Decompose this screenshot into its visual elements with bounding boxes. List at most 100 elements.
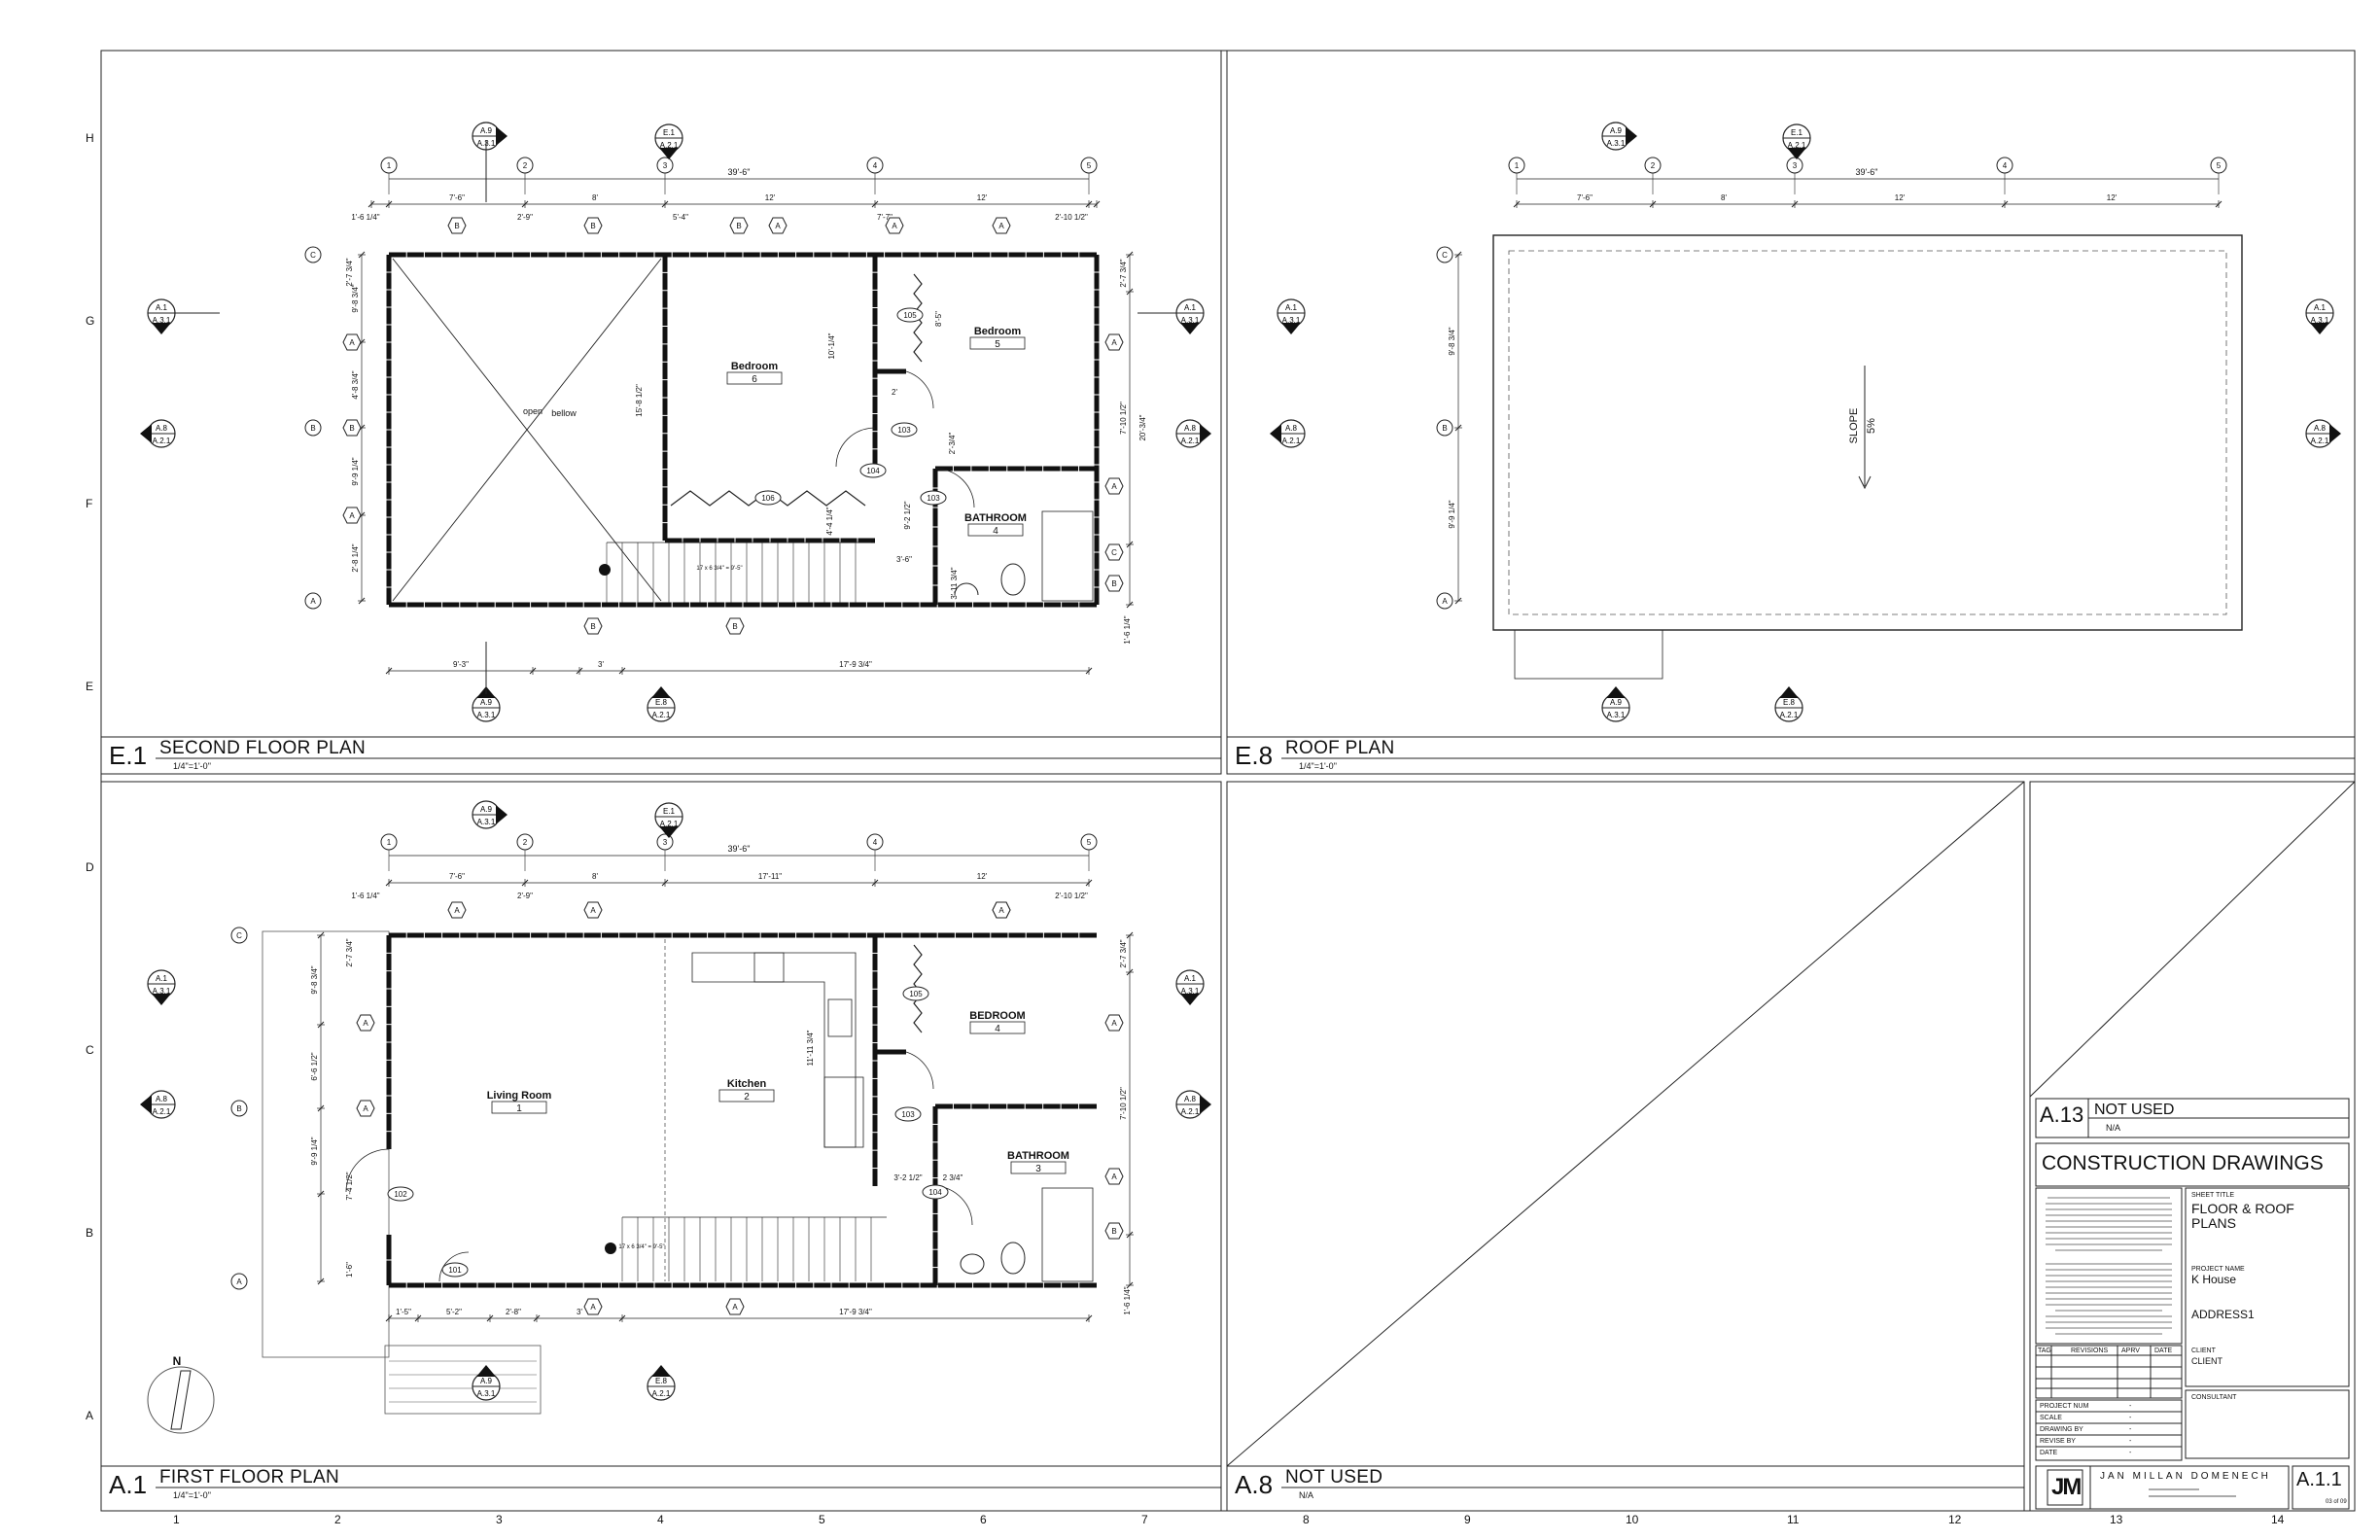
view-id-first-floor: A.1 bbox=[109, 1470, 148, 1499]
sf-dim-left-slash bbox=[358, 251, 366, 259]
ff-dim-top-slash bbox=[521, 879, 529, 887]
view-title-roof: ROOF PLAN bbox=[1285, 738, 1395, 758]
ff-dim-bottom-slash bbox=[533, 1314, 541, 1322]
sf-dim-top-slash bbox=[521, 200, 529, 208]
sf-stair-note: 17 x 6 3/4" = 9'-5" bbox=[696, 566, 742, 572]
col-label-13: 13 bbox=[2110, 1513, 2123, 1526]
row-label-a: A bbox=[86, 1409, 94, 1422]
sf-room-bedroom-6-num: 6 bbox=[752, 374, 757, 385]
ff-shower bbox=[1041, 1187, 1094, 1282]
ff-dim-left-5: 1'-6" bbox=[345, 1262, 354, 1278]
rf-marker-left-a1: A.1A.3.1 bbox=[1277, 298, 1306, 334]
sf-marker-right-a1-detail-ref: A.1 bbox=[1184, 303, 1197, 312]
rf-marker-top-a9-sheet-ref: A.3.1 bbox=[1607, 139, 1626, 148]
rf-marker-top-a9-detail-ref: A.9 bbox=[1610, 126, 1623, 135]
view-id-unused-a8: A.8 bbox=[1235, 1470, 1274, 1499]
ff-dim-top-label-3: 12' bbox=[977, 872, 988, 881]
col-label-5: 5 bbox=[819, 1513, 825, 1526]
rf-dim-top-slash bbox=[1513, 200, 1521, 208]
sf-dim-top-label-3: 12' bbox=[765, 193, 776, 202]
sheet-count: 03 of 09 bbox=[2326, 1499, 2347, 1505]
ff-room-kitchen-num: 2 bbox=[744, 1092, 750, 1102]
view-title-unused-a8: NOT USED bbox=[1285, 1467, 1383, 1488]
rf-grid-col-4: 4 bbox=[2003, 161, 2008, 170]
ff-room-bedroom-4-num-box bbox=[969, 1021, 1026, 1034]
sf-toilet bbox=[1000, 563, 1026, 596]
rf-marker-bottom-e8-detail-ref: E.8 bbox=[1783, 698, 1796, 707]
sf-window-tag-right-3: B bbox=[1111, 579, 1116, 588]
sf-marker-left-a8: A.8A.2.1 bbox=[140, 419, 176, 448]
ff-dim-left-label-1: 6'-6 1/2" bbox=[310, 1052, 319, 1080]
client-name: CLIENT bbox=[2191, 1356, 2223, 1366]
view-title-second-floor: SECOND FLOOR PLAN bbox=[159, 738, 367, 758]
rf-grid-col-5: 5 bbox=[2217, 161, 2222, 170]
sf-dim-left-slash bbox=[358, 597, 366, 605]
sf-grid-row-A-circle bbox=[304, 592, 322, 610]
sf-dim-left-label-0: 9'-8 3/4" bbox=[351, 284, 360, 312]
row-label-e: E bbox=[86, 680, 94, 693]
ff-dim-right-label-1: 7'-10 1/2" bbox=[1119, 1087, 1128, 1120]
ff-dim-bottom-slash bbox=[385, 1314, 393, 1322]
rf-grid-row-A-circle bbox=[1436, 592, 1453, 610]
ff-dim-top-label-2: 17'-11" bbox=[758, 872, 782, 881]
ff-grid-row-A: A bbox=[236, 1278, 242, 1286]
sf-dim-left-0: 2'-7 3/4" bbox=[345, 258, 354, 286]
sf-marker-top-e1-sheet-ref: A.2.1 bbox=[660, 141, 679, 150]
sf-marker-bottom-e8-detail-ref: E.8 bbox=[655, 698, 668, 707]
ff-dim-left-slash bbox=[317, 1190, 325, 1198]
ff-dim-bottom-label-2: 2'-8" bbox=[506, 1308, 521, 1316]
ff-dim-top-slash bbox=[661, 879, 669, 887]
ff-dim-bottom-label-4: 17'-9 3/4" bbox=[839, 1308, 872, 1316]
ff-room-bedroom-4-name: BEDROOM bbox=[969, 1010, 1025, 1022]
sf-dim-top-label-1: 7'-6" bbox=[449, 193, 465, 202]
sf-dim-top-slash bbox=[1085, 200, 1093, 208]
revise-by-label: REVISE BY bbox=[2040, 1438, 2076, 1445]
ff-room-bedroom-4-num: 4 bbox=[995, 1024, 1000, 1034]
rf-marker-bottom-e8-sheet-ref: A.2.1 bbox=[1780, 711, 1799, 719]
rf-marker-bottom-a9-detail-ref: A.9 bbox=[1610, 698, 1623, 707]
sf-dim-top-4: 5'-4" bbox=[673, 213, 688, 222]
rf-marker-bottom-e8: E.8A.2.1 bbox=[1774, 686, 1803, 722]
row-label-h: H bbox=[86, 131, 94, 145]
revisions-header-date: DATE bbox=[2154, 1348, 2173, 1354]
ff-door-tag-103-ellipse bbox=[894, 1106, 922, 1122]
ff-bath-sink bbox=[960, 1253, 985, 1275]
sf-door-arc-103b bbox=[934, 468, 975, 508]
rf-grid-row-A: A bbox=[1442, 597, 1448, 606]
sf-grid-col-4: 4 bbox=[873, 161, 878, 170]
ff-marker-top-a9-sheet-ref: A.3.1 bbox=[477, 818, 496, 826]
ff-cooktop bbox=[753, 952, 785, 983]
sf-open-below-x2 bbox=[392, 258, 662, 602]
ff-window-tag-right-0-hex bbox=[1104, 1014, 1124, 1032]
ff-room-bathroom-3-num-box bbox=[1010, 1161, 1067, 1174]
sf-dim-bottom-slash bbox=[1085, 667, 1093, 675]
project-num-value: - bbox=[2129, 1403, 2132, 1410]
sf-dim-bottom-slash bbox=[576, 667, 583, 675]
sf-int-dim-8: 8'-5" bbox=[934, 311, 943, 327]
ff-marker-left-a8-sheet-ref: A.2.1 bbox=[153, 1107, 171, 1116]
sf-int-dim-7: 3'-11 3/4" bbox=[950, 567, 959, 599]
sf-dim-top-slash bbox=[1093, 200, 1101, 208]
sf-window-tag-top-0: B bbox=[454, 222, 459, 230]
rf-marker-right-a8-sheet-ref: A.2.1 bbox=[2311, 437, 2329, 445]
sf-marker-top-e1-detail-ref: E.1 bbox=[663, 128, 676, 137]
ff-window-tag-top-3: A bbox=[998, 906, 1004, 915]
sheet-number: A.1.1 bbox=[2296, 1469, 2342, 1490]
rf-marker-left-a8-sheet-ref: A.2.1 bbox=[1282, 437, 1301, 445]
sf-grid-col-3: 3 bbox=[663, 161, 668, 170]
rf-dim-left-label-1: 9'-9 1/4" bbox=[1448, 500, 1456, 528]
revisions-header-revisions: REVISIONS bbox=[2071, 1348, 2109, 1354]
project-num-label: PROJECT NUM bbox=[2040, 1403, 2089, 1410]
sf-int-dim-2: 2' bbox=[892, 388, 897, 397]
ff-door-tag-103: 103 bbox=[901, 1110, 915, 1119]
sf-grid-col-1: 1 bbox=[387, 161, 392, 170]
ff-marker-bottom-a9-sheet-ref: A.3.1 bbox=[477, 1389, 496, 1398]
view-scale-unused-a8: N/A bbox=[1299, 1490, 1314, 1500]
ff-dim-left-slash bbox=[317, 1104, 325, 1112]
rf-marker-left-a8-detail-ref: A.8 bbox=[1285, 424, 1298, 433]
sf-door-arc-103a bbox=[905, 370, 934, 409]
view-scale-first-floor: 1/4"=1'-0" bbox=[173, 1490, 211, 1500]
ff-grid-col-4: 4 bbox=[873, 838, 878, 847]
ff-grid-row-B: B bbox=[236, 1104, 241, 1113]
ff-marker-bottom-a9: A.9A.3.1 bbox=[472, 1365, 501, 1401]
